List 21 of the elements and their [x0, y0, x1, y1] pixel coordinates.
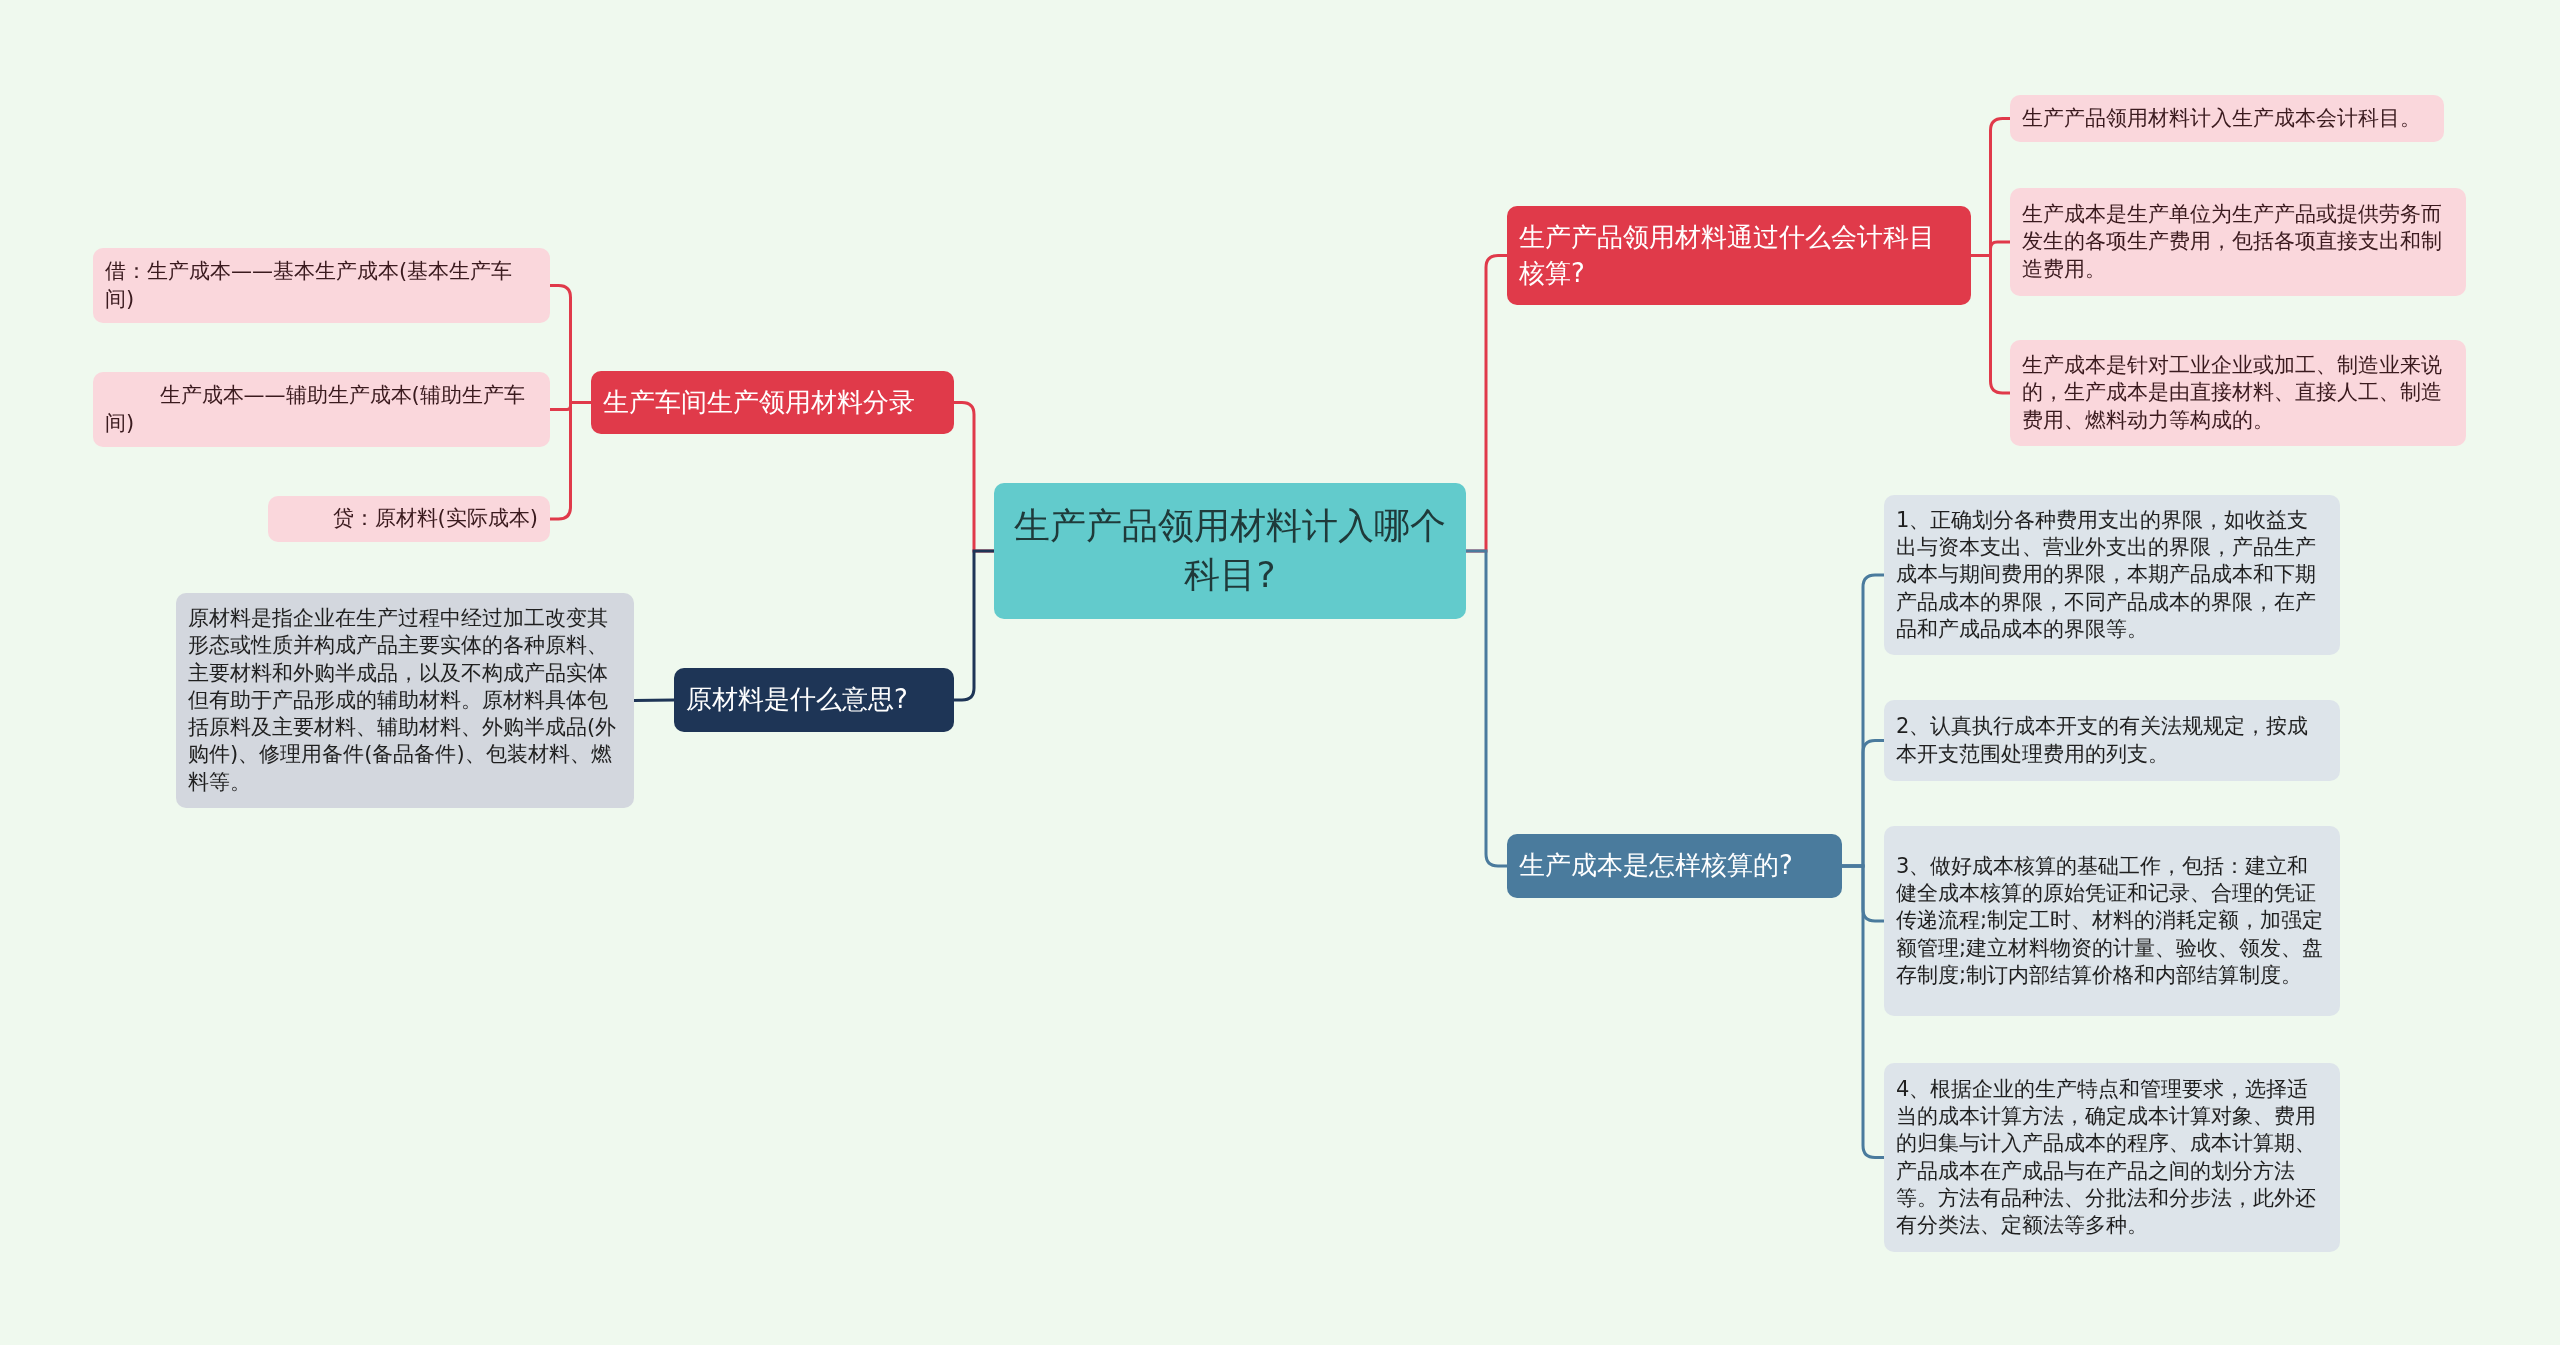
connector-line: [954, 549, 994, 702]
branch-topic-box: 生产车间生产领用材料分录: [591, 371, 954, 434]
subtopic-box: 2、认真执行成本开支的有关法规规定，按成本开支范围处理费用的列支。: [1884, 700, 2340, 781]
subtopic-box: 贷：原材料(实际成本): [268, 496, 550, 542]
central-topic-box: 生产产品领用材料计入哪个科目?: [994, 483, 1466, 619]
subtopic-box: 4、根据企业的生产特点和管理要求，选择适当的成本计算方法，确定成本计算对象、费用的归集与计入产品成本的程序、成本计算期、产品成本在产成品与在产品之间的划分方法等。方法有品种法、分批法和分步法，此外还有分类法、定额法等多种。: [1884, 1063, 2340, 1252]
subtopic-box: 生产成本是生产单位为生产产品或提供劳务而发生的各项生产费用，包括各项直接支出和制造费用。: [2010, 188, 2466, 296]
branch-topic-box: 生产成本是怎样核算的?: [1507, 834, 1842, 898]
connector-line: [550, 401, 591, 521]
subtopic-box: 3、做好成本核算的基础工作，包括：建立和健全成本核算的原始凭证和记录、合理的凭证传递流程;制定工时、材料的消耗定额，加强定额管理;建立材料物资的计量、验收、领发、盘存制度;制订内部结算价格和内部结算制度。: [1884, 826, 2340, 1016]
connector-line: [1842, 864, 1884, 1159]
connector-line: [1466, 549, 1507, 868]
branch-topic-box: 生产产品领用材料通过什么会计科目核算?: [1507, 206, 1971, 305]
subtopic-box: 1、正确划分各种费用支出的界限，如收益支出与资本支出、营业外支出的界限，产品生产成本与期间费用的界限，本期产品成本和下期产品成本的界限，不同产品成本的界限，在产品和产成品成本的界限等。: [1884, 495, 2340, 655]
branch-topic-box: 原材料是什么意思?: [674, 668, 954, 732]
subtopic-box: 原材料是指企业在生产过程中经过加工改变其形态或性质并构成产品主要实体的各种原料、主要材料和外购半成品，以及不构成产品实体但有助于产品形成的辅助材料。原材料具体包括原料及主要材料、辅助材料、外购半成品(外购件)、修理用备件(备品备件)、包装材料、燃料等。: [176, 593, 634, 808]
subtopic-box: 生产产品领用材料计入生产成本会计科目。: [2010, 95, 2444, 142]
connector-line: [633, 698, 675, 702]
subtopic-box: 生产成本——辅助生产成本(辅助生产车间): [93, 372, 550, 447]
subtopic-box: 生产成本是针对工业企业或加工、制造业来说的，生产成本是由直接材料、直接人工、制造费用、燃料动力等构成的。: [2010, 340, 2466, 446]
subtopic-box: 借：生产成本——基本生产成本(基本生产车间): [93, 248, 550, 323]
